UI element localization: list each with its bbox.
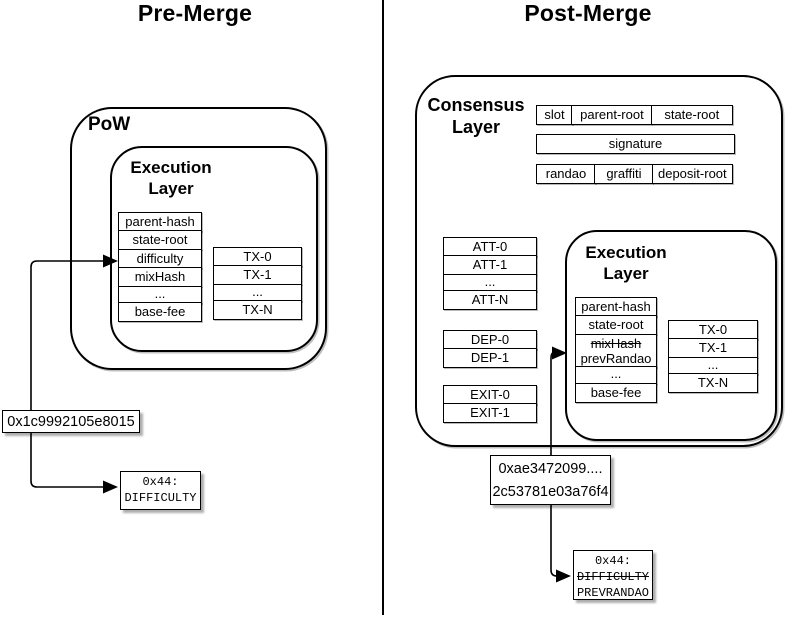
block-header-stack-right: parent-hash state-root mixHash prevRanda… [575, 297, 657, 403]
tx-stack-right: TX-0 TX-1 ... TX-N [668, 320, 758, 394]
beacon-row-2: signature [536, 134, 735, 154]
block-header-stack-left: parent-hash state-root difficulty mixHas… [118, 212, 202, 323]
storage-slot-box-right: 0x44: DIFFICULTY PREVRANDAO [573, 550, 653, 600]
randao-value-line-1: 0xae3472099.... [498, 461, 603, 477]
cell-tx-1: TX-1 [213, 265, 302, 286]
storage-slot-name: DIFFICULTY [124, 491, 197, 505]
arrowhead-into-slot-right [556, 569, 571, 583]
execution-layer-label-left: Execution Layer [130, 158, 212, 198]
arrowhead-into-difficulty [103, 254, 118, 268]
beacon-row-1: slot parent-root state-root [536, 105, 733, 125]
prevrandao-label: prevRandao [580, 350, 652, 366]
execution-layer-label-right: Execution Layer [585, 243, 667, 283]
cell-slot: slot [536, 105, 573, 125]
arrowhead-into-slot-left [103, 480, 118, 494]
cell-dep-1: DEP-1 [443, 348, 537, 369]
arrowhead-into-prevrandao [552, 346, 567, 360]
post-merge-title: Post-Merge [524, 0, 652, 26]
cell-randao: randao [536, 164, 596, 184]
cell-att-0: ATT-0 [443, 237, 537, 257]
cell-base-fee-right: base-fee [575, 382, 657, 403]
cell-signature: signature [536, 134, 735, 154]
storage-slot-address-right: 0x44: [594, 554, 631, 568]
storage-slot-old-name: DIFFICULTY [576, 570, 649, 584]
cell-exit-0: EXIT-0 [443, 385, 537, 405]
cell-tx-n: TX-N [213, 300, 302, 321]
cell-base-fee: base-fee [118, 302, 202, 323]
cell-parent-hash-right: parent-hash [575, 297, 657, 317]
cell-dep-0: DEP-0 [443, 330, 537, 350]
cell-parent-hash: parent-hash [118, 212, 202, 232]
cell-mixhash-prevrandao: mixHash prevRandao [575, 333, 657, 368]
cell-exit-1: EXIT-1 [443, 403, 537, 424]
storage-slot-address: 0x44: [142, 475, 179, 489]
cell-att-n: ATT-N [443, 290, 537, 311]
storage-slot-new-name: PREVRANDAO [576, 586, 649, 600]
arrow-line-difficulty [30, 260, 104, 488]
randao-value-line-2: 2c53781e03a76f4 [492, 484, 609, 500]
pre-merge-title: Pre-Merge [137, 0, 253, 26]
consensus-layer-label: Consensus Layer [427, 95, 525, 137]
pow-label: PoW [88, 114, 131, 135]
difficulty-value-label: 0x1c9992105e8015 [2, 410, 140, 433]
cell-deposit-root: deposit-root [651, 164, 733, 184]
cell-parent-root: parent-root [571, 105, 653, 125]
storage-slot-box-left: 0x44: DIFFICULTY [120, 471, 201, 510]
cell-att-1: ATT-1 [443, 255, 537, 276]
cell-tx-0: TX-0 [213, 247, 302, 267]
mixhash-struck-label: mixHash [590, 335, 642, 351]
cell-graffiti: graffiti [594, 164, 654, 184]
panel-divider-line [382, 0, 384, 615]
exit-stack: EXIT-0 EXIT-1 [443, 385, 537, 424]
deposit-stack: DEP-0 DEP-1 [443, 330, 537, 369]
tx-stack-left: TX-0 TX-1 ... TX-N [213, 247, 302, 321]
cell-tx-n-right: TX-N [668, 373, 758, 394]
attestation-stack: ATT-0 ATT-1 ... ATT-N [443, 237, 537, 311]
randao-value-label: 0xae3472099.... 2c53781e03a76f4 [490, 455, 611, 505]
cell-state-root-beacon: state-root [650, 105, 733, 125]
beacon-row-3: randao graffiti deposit-root [536, 164, 733, 184]
cell-state-root-right: state-root [575, 315, 657, 336]
